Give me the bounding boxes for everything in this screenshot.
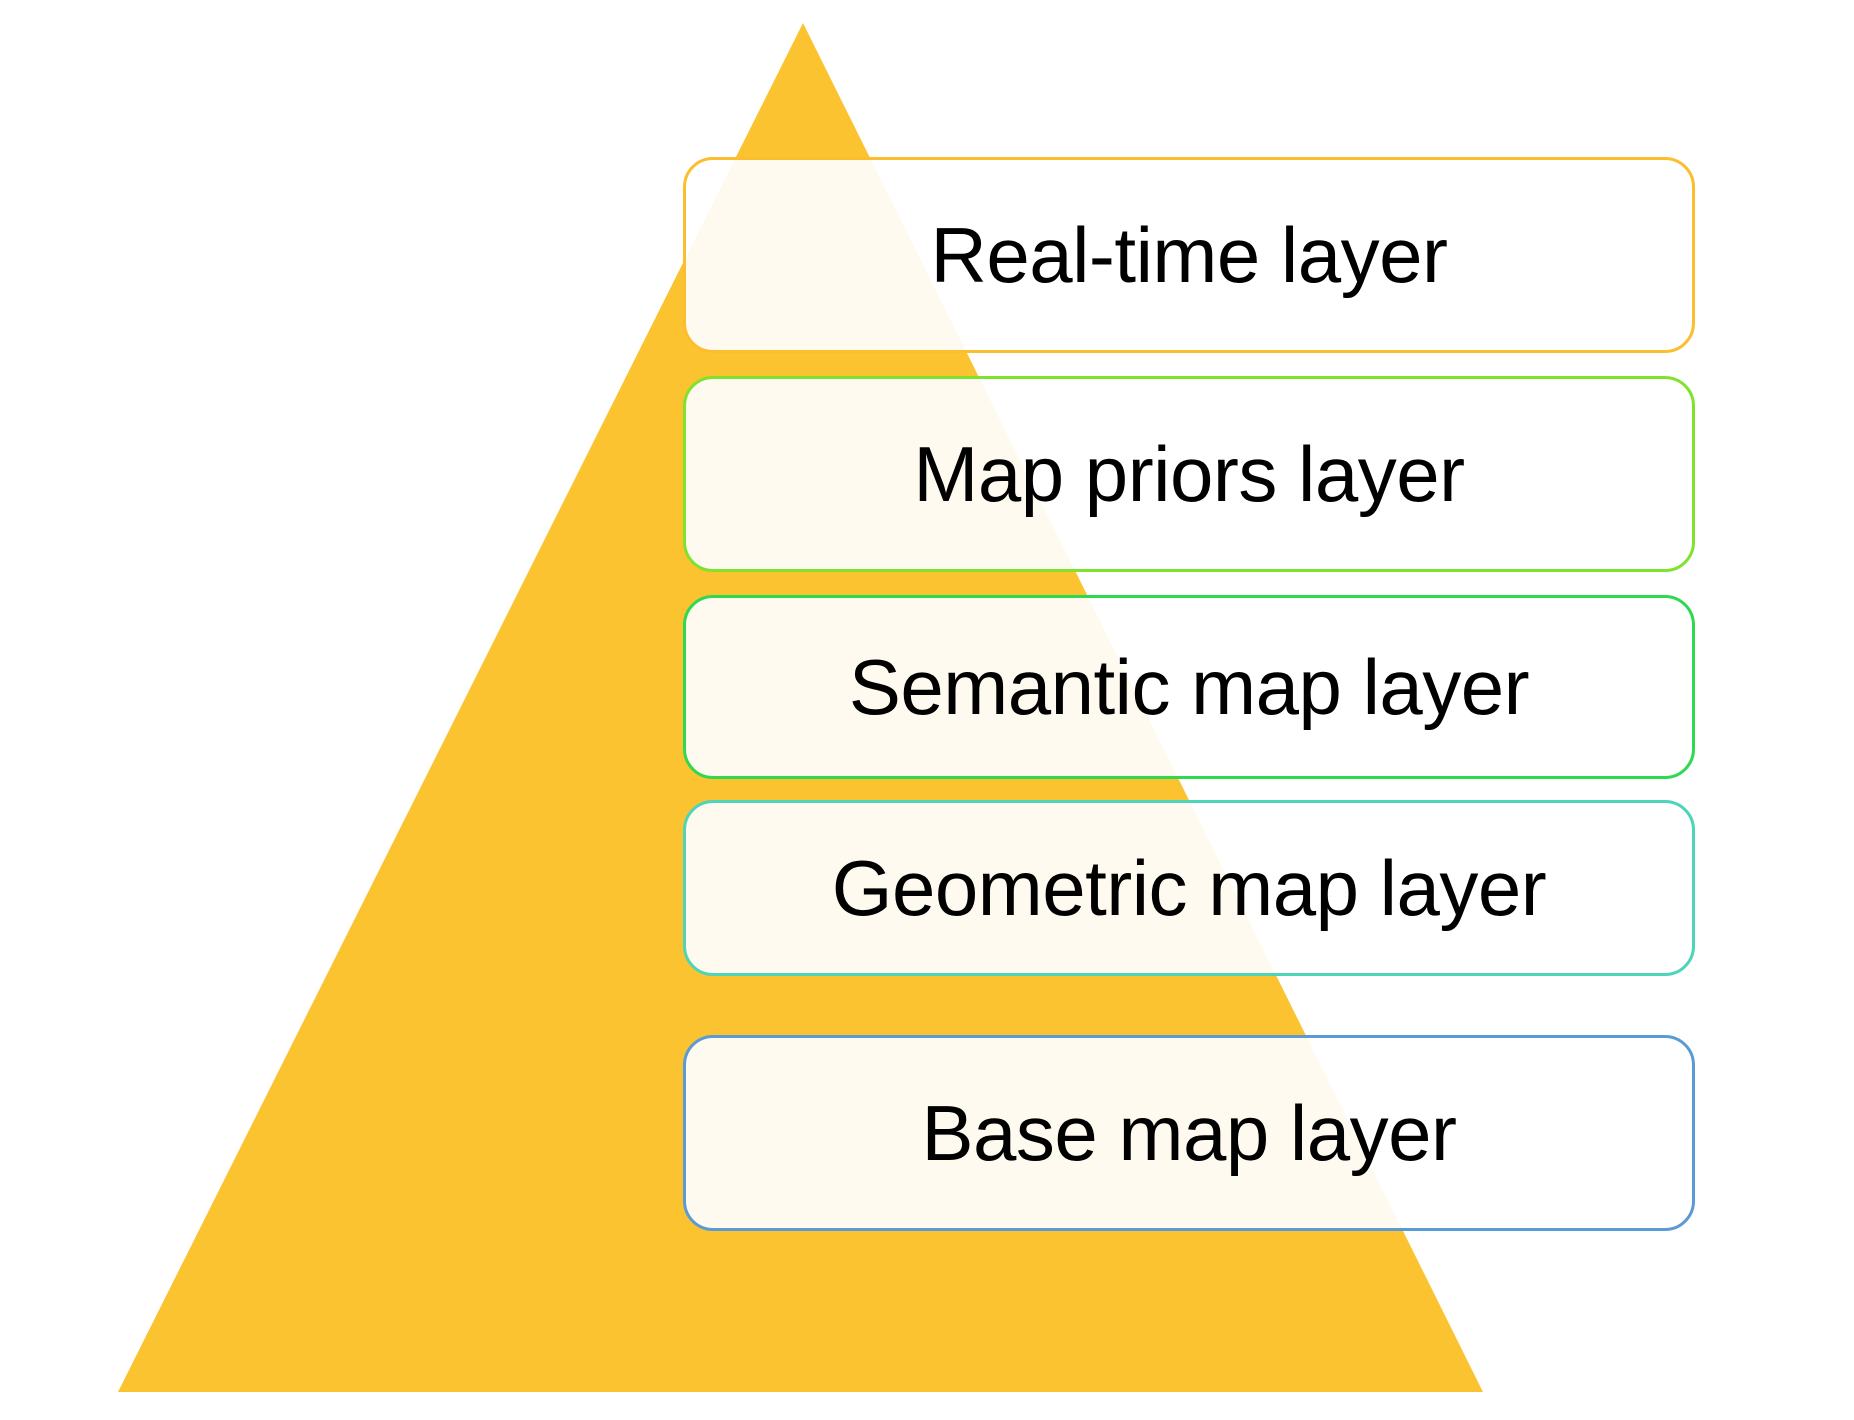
layer-box-geometric[interactable]: Geometric map layer (683, 800, 1695, 976)
layer-box-semantic[interactable]: Semantic map layer (683, 595, 1695, 779)
layer-label-semantic: Semantic map layer (848, 643, 1530, 731)
layer-box-map-priors[interactable]: Map priors layer (683, 376, 1695, 572)
layer-label-base: Base map layer (921, 1089, 1457, 1177)
layer-label-map-priors: Map priors layer (913, 430, 1465, 518)
layer-label-geometric: Geometric map layer (831, 844, 1547, 932)
layer-label-real-time: Real-time layer (930, 211, 1448, 299)
layer-box-base[interactable]: Base map layer (683, 1035, 1695, 1231)
layer-box-real-time[interactable]: Real-time layer (683, 157, 1695, 353)
